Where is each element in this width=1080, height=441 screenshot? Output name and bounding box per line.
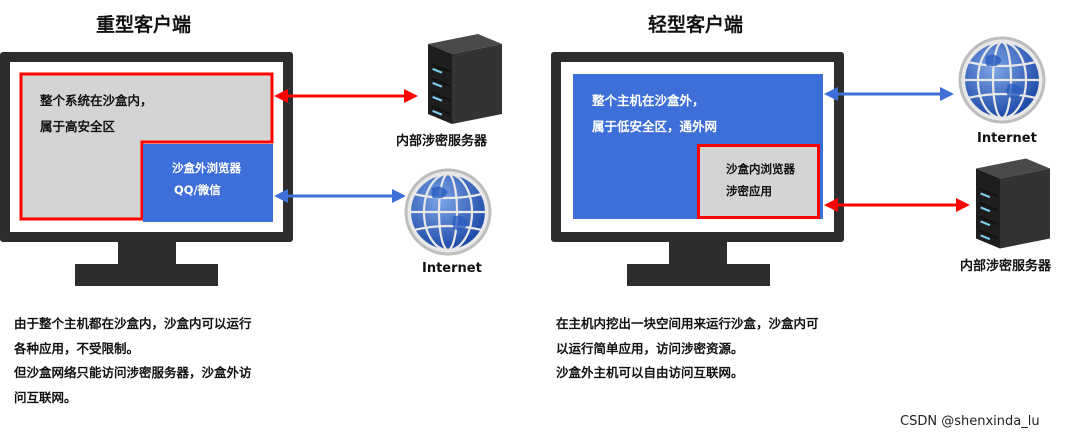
right-monitor-neck bbox=[669, 242, 727, 264]
left-monitor-base bbox=[75, 264, 218, 286]
globe-icon bbox=[404, 168, 492, 256]
right-description: 在主机内挖出一块空间用来运行沙盒，沙盒内可 以运行简单应用，访问涉密资源。 沙盒… bbox=[556, 312, 819, 386]
server-icon bbox=[976, 158, 1050, 249]
right-desc-line-1: 在主机内挖出一块空间用来运行沙盒，沙盒内可 bbox=[556, 316, 819, 331]
left-desc-line-2: 各种应用，不受限制。 bbox=[14, 340, 140, 356]
right-blue-arrow bbox=[824, 87, 954, 101]
left-browser-box bbox=[143, 144, 273, 222]
left-sandbox-area bbox=[19, 72, 274, 221]
right-arrows bbox=[824, 87, 970, 212]
left-sandbox-text: 整个系统在沙盒内， 属于高安全区 bbox=[40, 88, 153, 140]
left-browser-line-1: 沙盒外浏览器 bbox=[172, 161, 241, 175]
right-desc-line-3: 沙盒外主机可以自由访问互联网。 bbox=[556, 365, 744, 380]
right-sandbox-line-2: 涉密应用 bbox=[726, 184, 772, 198]
globe-icon bbox=[958, 36, 1046, 124]
right-host-line-1: 整个主机在沙盒外， bbox=[592, 93, 705, 108]
left-browser-line-2: QQ/微信 bbox=[174, 183, 221, 197]
left-title: 重型客户端 bbox=[96, 14, 192, 36]
left-internet-label: Internet bbox=[422, 261, 482, 276]
left-desc-line-1: 由于整个主机都在沙盒内，沙盒内可以运行 bbox=[14, 316, 252, 331]
right-desc-line-2: 以运行简单应用，访问涉密资源。 bbox=[556, 340, 744, 356]
left-sandbox-line-1: 整个系统在沙盒内， bbox=[40, 93, 153, 108]
left-monitor-neck bbox=[118, 242, 176, 264]
watermark-credit: CSDN @shenxinda_lu bbox=[900, 414, 1040, 429]
left-description: 由于整个主机都在沙盒内，沙盒内可以运行 各种应用，不受限制。 但沙盒网络只能访问… bbox=[14, 312, 252, 410]
server-icon bbox=[428, 34, 502, 124]
right-title: 轻型客户端 bbox=[648, 14, 744, 36]
left-desc-line-3: 但沙盒网络只能访问涉密服务器，沙盒外访 bbox=[14, 365, 252, 380]
left-arrows bbox=[274, 89, 418, 203]
left-red-arrow bbox=[274, 89, 418, 103]
left-browser-text: 沙盒外浏览器 QQ/微信 bbox=[172, 157, 241, 201]
right-red-arrow bbox=[824, 198, 970, 212]
left-server-label: 内部涉密服务器 bbox=[396, 134, 488, 149]
right-sandbox-line-1: 沙盒内浏览器 bbox=[726, 162, 795, 176]
right-monitor-base bbox=[627, 264, 770, 286]
right-internet-label: Internet bbox=[977, 131, 1037, 146]
left-blue-arrow bbox=[274, 189, 406, 203]
right-host-line-2: 属于低安全区，通外网 bbox=[592, 119, 718, 134]
left-sandbox-line-2: 属于高安全区 bbox=[40, 119, 116, 134]
right-host-text: 整个主机在沙盒外， 属于低安全区，通外网 bbox=[592, 88, 717, 140]
right-sandbox-text: 沙盒内浏览器 涉密应用 bbox=[726, 158, 795, 202]
right-sandbox-box bbox=[697, 144, 820, 219]
right-server-label: 内部涉密服务器 bbox=[960, 259, 1052, 274]
left-desc-line-4: 问互联网。 bbox=[14, 389, 77, 405]
